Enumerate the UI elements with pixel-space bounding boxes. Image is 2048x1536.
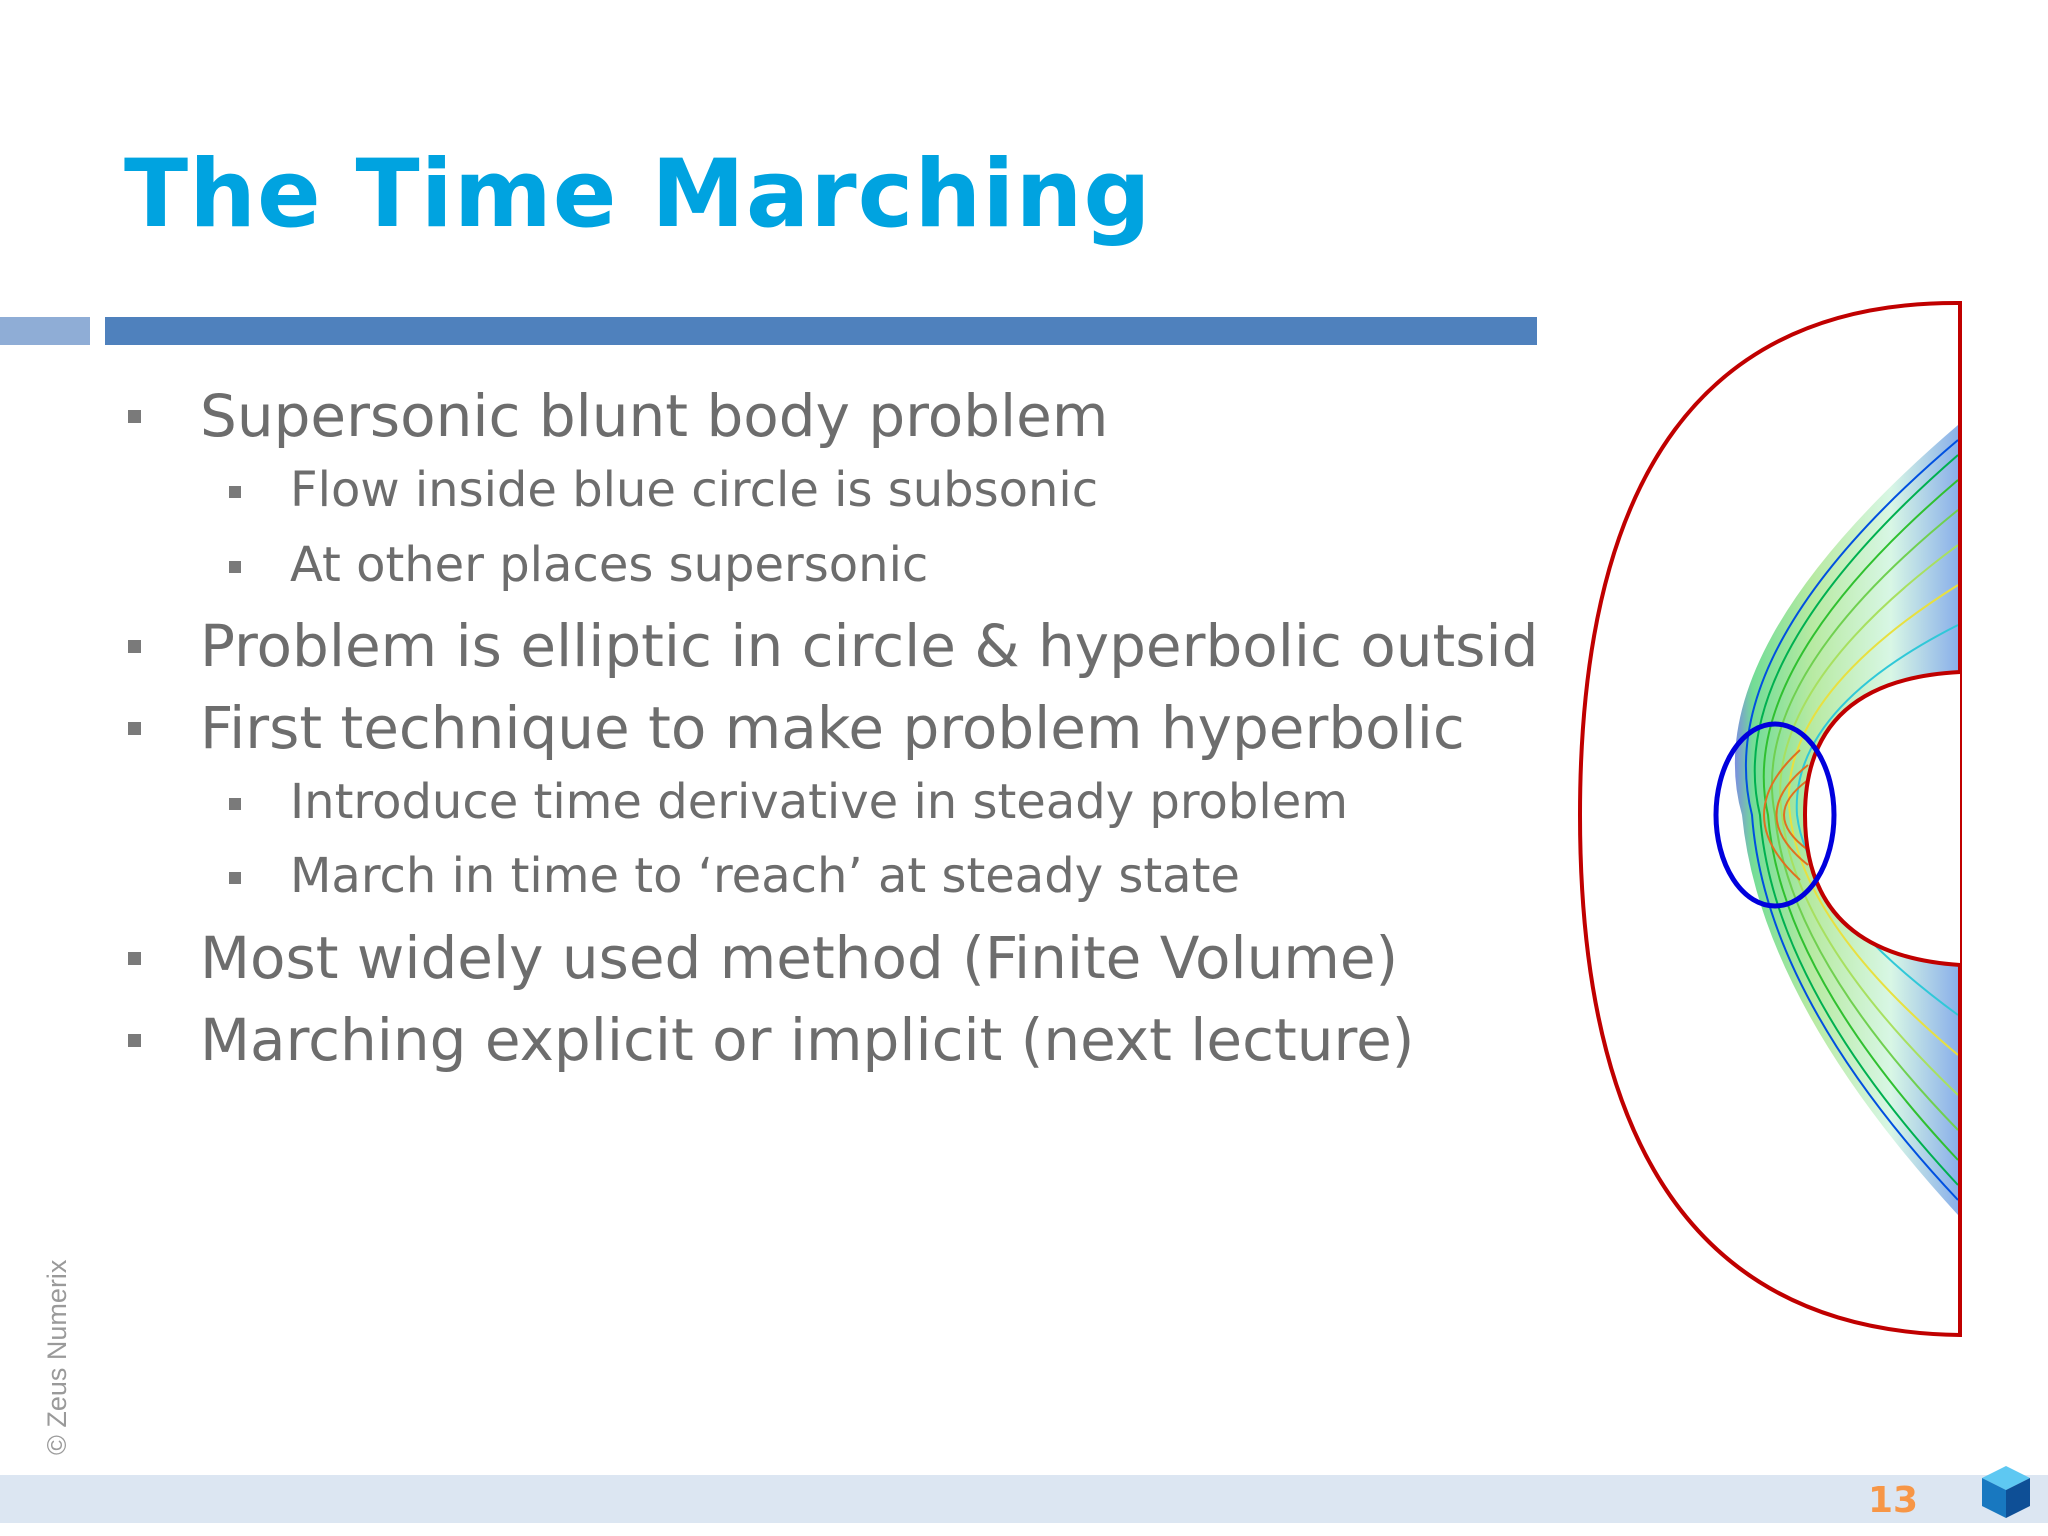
subsonic-region-circle [1713, 721, 1837, 909]
square-bullet-icon [128, 640, 141, 653]
bullet-text: At other places supersonic [290, 537, 929, 593]
square-bullet-icon [128, 410, 141, 423]
bullet-text: March in time to ‘reach’ at steady state [290, 848, 1240, 904]
square-bullet-icon [128, 952, 141, 965]
bullet-item: Problem is elliptic in circle & hyperbol… [128, 612, 1540, 680]
bullet-item: Most widely used method (Finite Volume) [128, 924, 1399, 992]
blue-cube-logo [1982, 1466, 2030, 1518]
footer-band [0, 1475, 2048, 1523]
sub-bullet-item: Flow inside blue circle is subsonic [229, 462, 1099, 518]
page-number: 13 [1868, 1480, 1919, 1521]
contour-lines [1744, 439, 1959, 1201]
stagnation-contours [1763, 749, 1809, 881]
bullet-text: Supersonic blunt body problem [200, 382, 1109, 450]
bullet-text: Marching explicit or implicit (next lect… [200, 1006, 1415, 1074]
title-rule-left [0, 317, 90, 345]
bullet-item: First technique to make problem hyperbol… [128, 694, 1465, 762]
slide-title: The Time Marching [124, 140, 1152, 249]
domain-boundary [1577, 300, 1962, 1338]
square-bullet-icon [128, 722, 141, 735]
bullet-text: Problem is elliptic in circle & hyperbol… [200, 612, 1540, 680]
sub-bullet-item: At other places supersonic [229, 537, 929, 593]
copyright-text: © Zeus Numerix [42, 1259, 72, 1455]
title-rule [105, 317, 1537, 345]
bullet-list: Supersonic blunt body problem Flow insid… [128, 382, 1540, 1074]
bullet-item: Supersonic blunt body problem [128, 382, 1109, 450]
square-bullet-icon [128, 1034, 141, 1047]
sub-bullet-item: March in time to ‘reach’ at steady state [229, 848, 1240, 904]
square-bullet-icon [229, 486, 241, 498]
bullet-text: First technique to make problem hyperbol… [200, 694, 1465, 762]
bullet-text: Introduce time derivative in steady prob… [290, 774, 1348, 830]
square-bullet-icon [229, 561, 241, 573]
square-bullet-icon [229, 798, 241, 810]
blunt-body-contour-plot [1577, 300, 1962, 1338]
bullet-item: Marching explicit or implicit (next lect… [128, 1006, 1415, 1074]
bullet-text: Flow inside blue circle is subsonic [290, 462, 1099, 518]
sub-bullet-item: Introduce time derivative in steady prob… [229, 774, 1348, 830]
blunt-body [1802, 670, 1961, 967]
bullet-text: Most widely used method (Finite Volume) [200, 924, 1399, 992]
square-bullet-icon [229, 872, 241, 884]
